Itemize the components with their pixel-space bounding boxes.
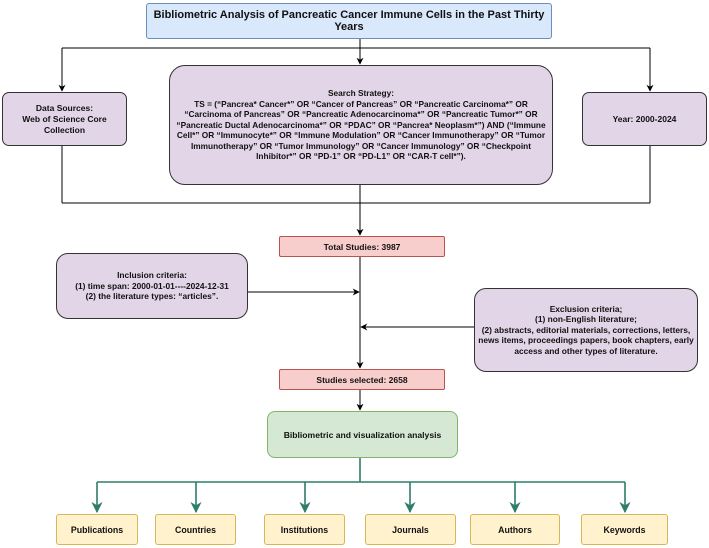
output-journals-box: Journals: [365, 514, 456, 545]
analysis-box: Bibliometric and visualization analysis: [267, 411, 458, 458]
diagram-title: Bibliometric Analysis of Pancreatic Canc…: [146, 3, 552, 39]
total-studies-box: Total Studies: 3987: [279, 236, 445, 257]
output-countries-label: Countries: [174, 524, 217, 535]
output-journals-label: Journals: [392, 524, 429, 535]
output-institutions-box: Institutions: [264, 514, 345, 545]
diagram-title-text: Bibliometric Analysis of Pancreatic Canc…: [153, 9, 545, 33]
output-keywords-label: Keywords: [603, 524, 646, 535]
total-studies-text: Total Studies: 3987: [323, 241, 401, 252]
inclusion-item-1: (1) time span: 2000-01-01----2024-12-31: [75, 280, 229, 291]
inclusion-item-2: (2) the literature types: “articles”.: [85, 291, 219, 302]
output-keywords-box: Keywords: [581, 514, 668, 545]
output-countries-box: Countries: [155, 514, 236, 545]
exclusion-item-2: (2) abstracts, editorial materials, corr…: [478, 324, 694, 356]
data-sources-box: Data Sources: Web of Science Core Collec…: [2, 92, 127, 146]
output-publications-box: Publications: [56, 514, 138, 545]
studies-selected-text: Studies selected: 2658: [316, 374, 408, 385]
exclusion-heading: Exclusion criteria;: [549, 303, 623, 314]
output-authors-box: Authors: [470, 514, 560, 545]
exclusion-item-1: (1) non-English literature;: [535, 314, 637, 325]
exclusion-criteria-box: Exclusion criteria; (1) non-English lite…: [474, 288, 698, 372]
inclusion-criteria-box: Inclusion criteria: (1) time span: 2000-…: [56, 253, 248, 319]
output-institutions-label: Institutions: [280, 524, 329, 535]
search-strategy-box: Search Strategy: TS = (“Pancrea* Cancer*…: [169, 65, 553, 185]
data-sources-label: Data Sources:: [35, 102, 94, 113]
search-strategy-heading: Search Strategy:: [328, 87, 394, 98]
inclusion-heading: Inclusion criteria:: [117, 270, 187, 281]
search-strategy-text: TS = (“Pancrea* Cancer*” OR “Cancer of P…: [176, 98, 546, 162]
data-sources-name: Web of Science Core: [22, 113, 107, 124]
year-text: Year: 2000-2024: [612, 114, 677, 124]
data-sources-name-2: Collection: [43, 124, 86, 135]
output-authors-label: Authors: [498, 524, 532, 535]
year-box: Year: 2000-2024: [582, 92, 707, 146]
output-publications-label: Publications: [70, 524, 124, 535]
studies-selected-box: Studies selected: 2658: [279, 369, 445, 390]
analysis-text: Bibliometric and visualization analysis: [283, 429, 442, 440]
